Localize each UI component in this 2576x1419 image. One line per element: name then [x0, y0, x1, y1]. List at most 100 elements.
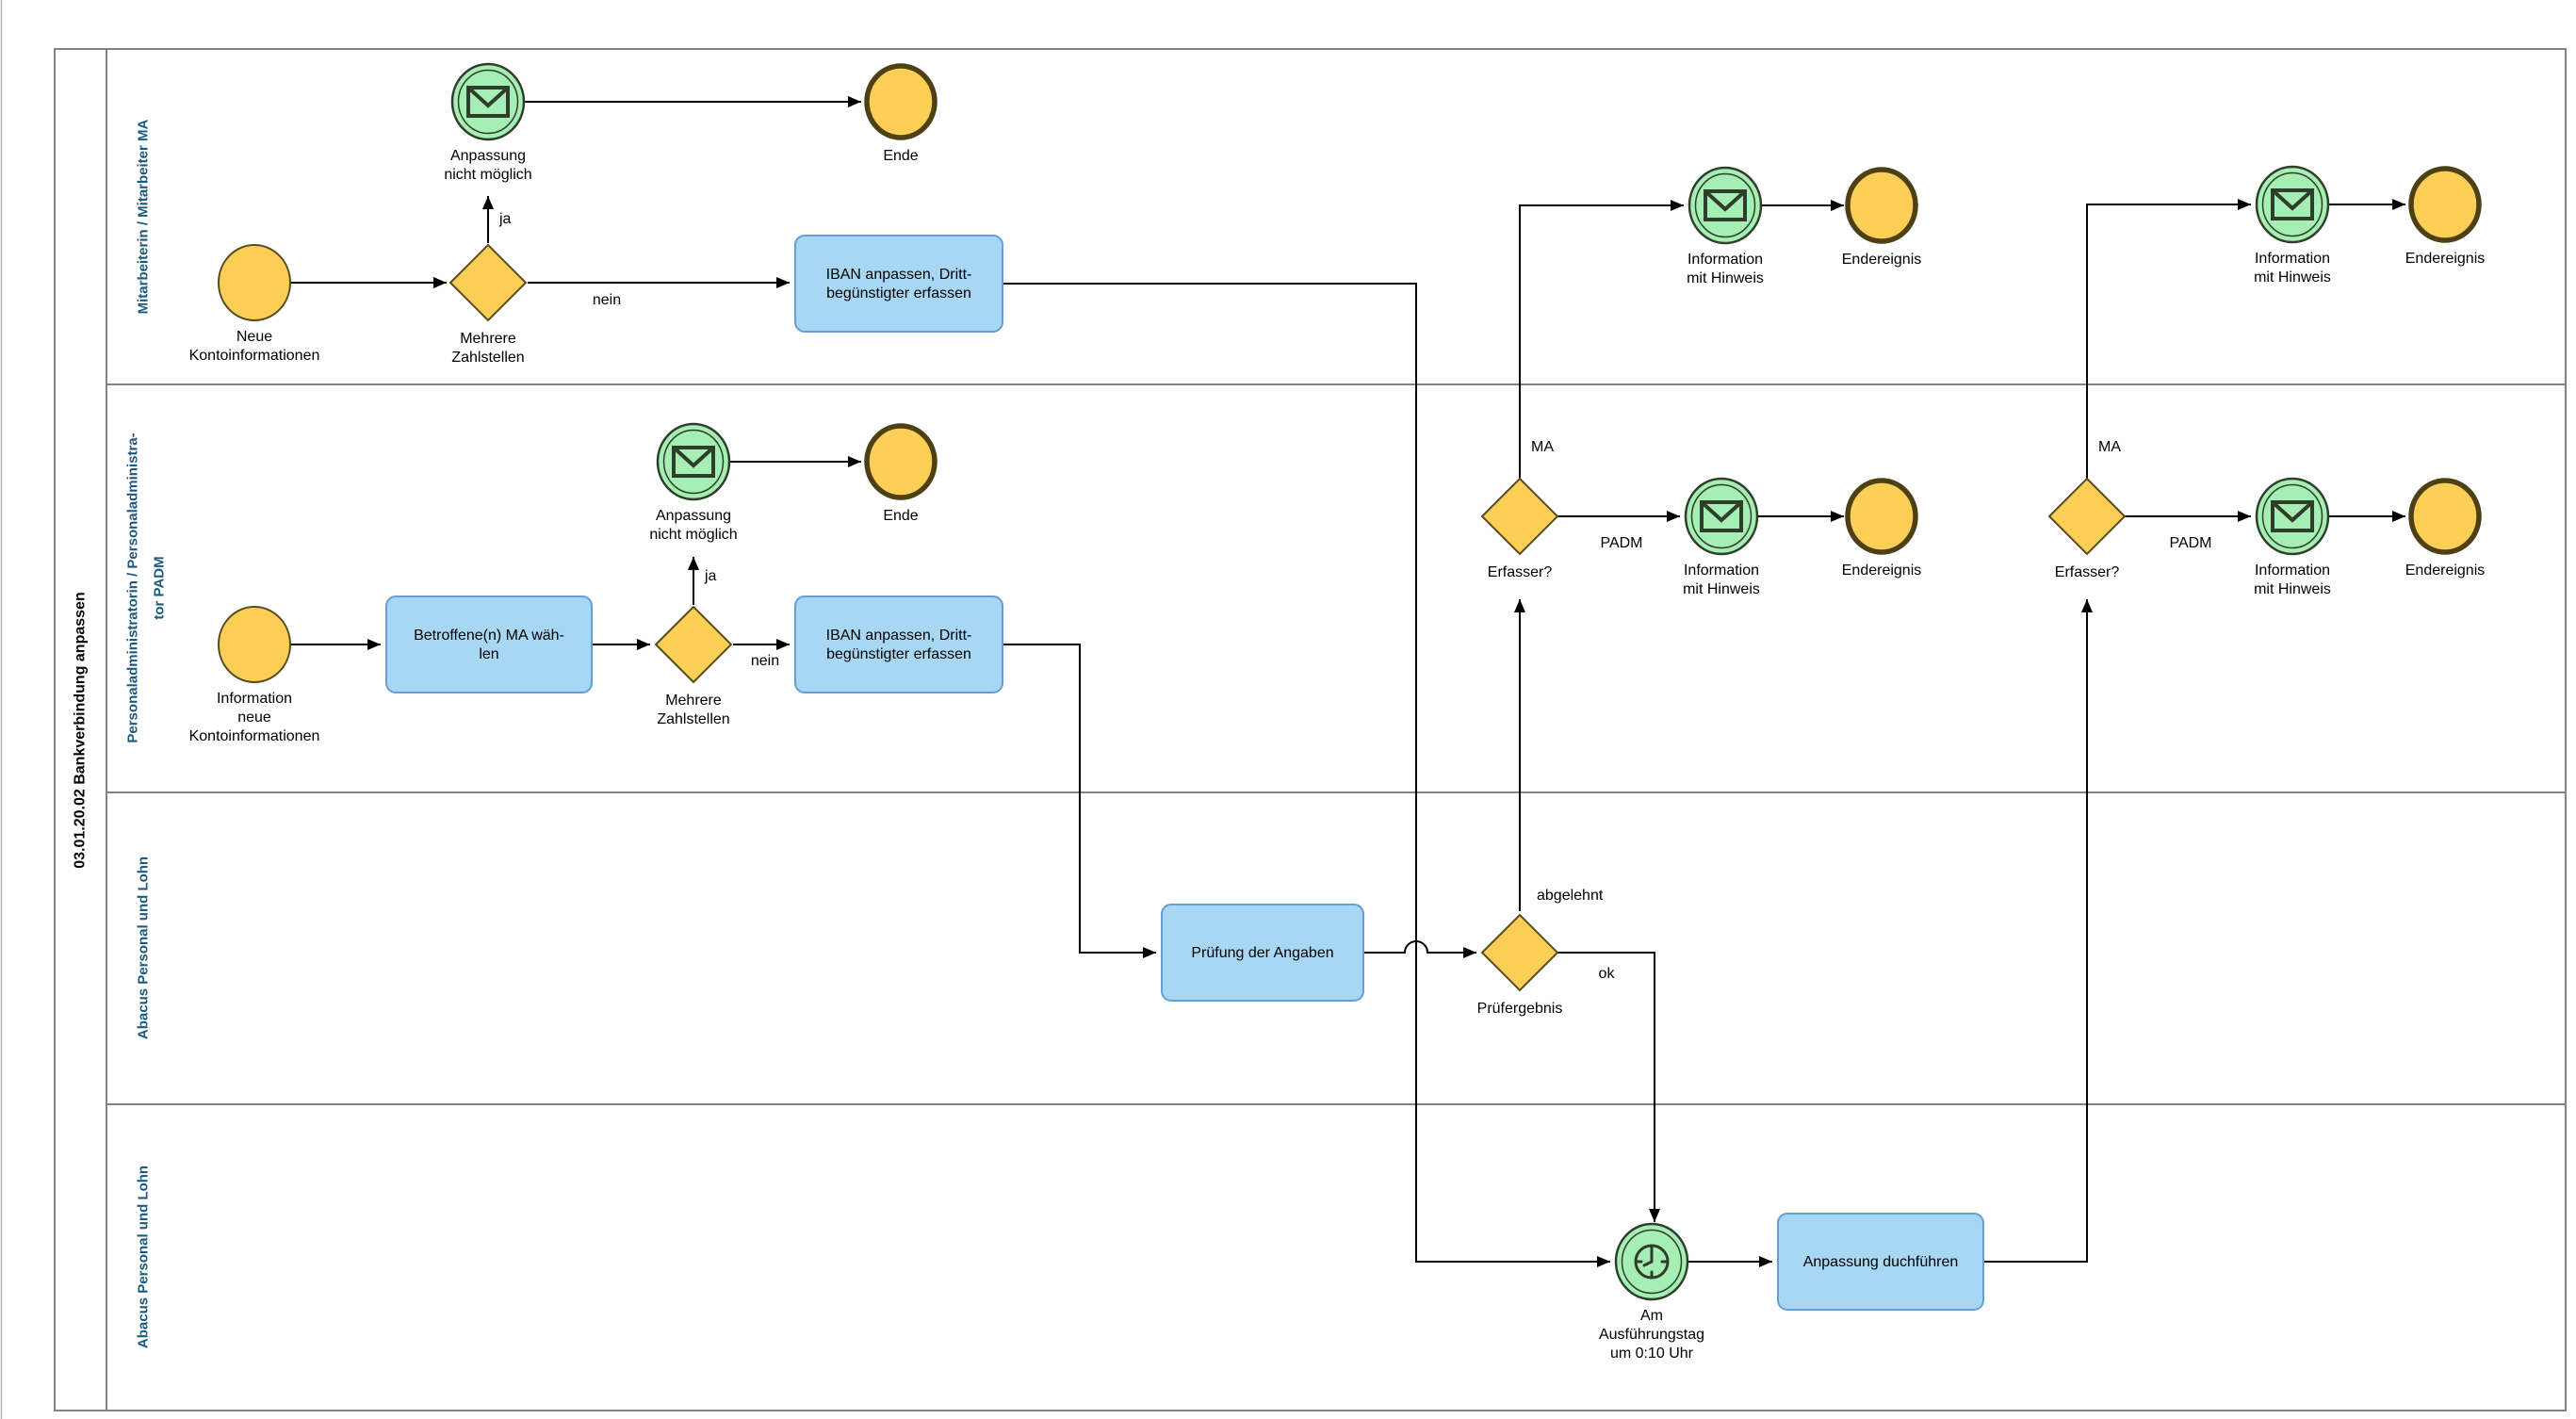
flow-label-ma-2: MA: [2098, 439, 2121, 455]
end-event-endereignis-right-1[interactable]: Endereignis: [1842, 478, 1922, 579]
end-event-circle[interactable]: [2408, 478, 2482, 555]
flow-erf1-msgtop1-ma: [1519, 200, 1684, 479]
message-event-outer[interactable]: [450, 62, 526, 141]
task-label: Anpassung duchführen: [1803, 1254, 1959, 1270]
node-label: Ende: [883, 148, 918, 164]
message-event-outer[interactable]: [1684, 477, 1759, 556]
message-event-inner: [2261, 483, 2323, 549]
start-event-circle[interactable]: [218, 244, 291, 321]
start-event-information-neue-kontoinformationen[interactable]: Information neue Kontoinformationen: [189, 606, 320, 744]
pool-border: [54, 48, 2567, 1411]
flow-task4-gw3: [1363, 940, 1476, 958]
end-event-circle[interactable]: [864, 63, 937, 140]
envelope-icon: [466, 86, 510, 118]
node-label: neue: [237, 710, 271, 726]
task-box[interactable]: [1777, 1213, 1984, 1311]
message-event-information-mit-hinweis-right-1[interactable]: Information mit Hinweis: [1683, 477, 1760, 597]
task-pruefung-der-angaben[interactable]: Prüfung der Angaben: [1161, 904, 1364, 1002]
envelope-icon: [2271, 188, 2314, 220]
sequence-flows: ja nein ja nein abgelehnt ok MA PADM MA …: [290, 96, 2405, 1267]
message-event-information-mit-hinweis-top-2[interactable]: Information mit Hinweis: [2254, 165, 2331, 285]
end-event-ende-2[interactable]: Ende: [864, 423, 937, 524]
end-event-endereignis-top-1[interactable]: Endereignis: [1842, 167, 1922, 268]
lane-label-padm-line2: tor PADM: [152, 556, 168, 619]
flow-label-padm-1: PADM: [1600, 535, 1642, 551]
gateway-mehrere-zahlstellen-1[interactable]: Mehrere Zahlstellen: [448, 243, 528, 366]
node-label: Neue: [236, 329, 272, 345]
node-label: Anpassung: [450, 148, 526, 164]
message-event-inner: [1694, 172, 1756, 238]
node-label: Endereignis: [2405, 251, 2486, 267]
message-event-outer[interactable]: [1687, 166, 1763, 245]
task-iban-anpassen-2[interactable]: IBAN anpassen, Dritt- begünstigter erfas…: [794, 595, 1003, 693]
task-iban-anpassen-1[interactable]: IBAN anpassen, Dritt- begünstigter erfas…: [794, 235, 1003, 333]
gateway-diamond[interactable]: [1480, 913, 1559, 992]
node-label: Erfasser?: [2055, 564, 2120, 580]
task-box[interactable]: [385, 595, 593, 693]
node-label: Prüfergebnis: [1477, 1001, 1563, 1017]
task-label: Prüfung der Angaben: [1191, 945, 1333, 961]
task-label: IBAN anpassen, Dritt-: [826, 628, 972, 644]
flow-task1-timer: [1003, 283, 1610, 1267]
task-label: len: [479, 646, 498, 662]
end-event-circle[interactable]: [1845, 167, 1918, 244]
flow-label-ok: ok: [1599, 966, 1616, 982]
gateway-erfasser-1[interactable]: Erfasser?: [1480, 477, 1559, 580]
node-label: Mehrere: [665, 693, 722, 709]
gateway-diamond[interactable]: [1480, 477, 1559, 556]
gateway-erfasser-2[interactable]: Erfasser?: [2047, 477, 2127, 580]
node-label: Endereignis: [1842, 563, 1922, 579]
envelope-icon: [1704, 189, 1747, 221]
node-label: Kontoinformationen: [189, 728, 320, 744]
gateway-diamond[interactable]: [448, 243, 528, 322]
message-event-outer[interactable]: [2255, 477, 2330, 556]
message-event-anpassung-nicht-moeglich-1[interactable]: Anpassung nicht möglich: [444, 62, 532, 183]
node-label: Information: [2255, 563, 2330, 579]
start-event-circle[interactable]: [218, 606, 291, 683]
message-event-outer[interactable]: [656, 422, 731, 501]
task-betroffene-ma-waehlen[interactable]: Betroffene(n) MA wäh- len: [385, 595, 593, 693]
node-label: Information: [2255, 251, 2330, 267]
node-label: um 0:10 Uhr: [1610, 1346, 1694, 1362]
gateway-diamond[interactable]: [654, 605, 733, 684]
node-label: mit Hinweis: [2254, 581, 2331, 597]
end-event-circle[interactable]: [2408, 166, 2482, 243]
envelope-icon: [2271, 500, 2314, 532]
task-box[interactable]: [794, 595, 1003, 693]
envelope-icon: [672, 446, 715, 478]
timer-event-inner: [1621, 1229, 1683, 1295]
pool-title: 03.01.20.02 Bankverbindung anpassen: [73, 592, 89, 868]
task-box[interactable]: [1161, 904, 1364, 1002]
message-event-information-mit-hinweis-right-2[interactable]: Information mit Hinweis: [2254, 477, 2331, 597]
envelope-icon: [1700, 500, 1743, 532]
lane-label-mitarbeiter: Mitarbeiterin / Mitarbeiter MA: [136, 119, 152, 314]
node-label: Kontoinformationen: [189, 348, 320, 364]
node-label: Information: [1684, 563, 1759, 579]
start-event-neue-kontoinformationen[interactable]: Neue Kontoinformationen: [189, 244, 320, 364]
node-label: nicht möglich: [649, 527, 737, 543]
task-anpassung-durchfuehren[interactable]: Anpassung duchführen: [1777, 1213, 1984, 1311]
end-event-circle[interactable]: [1845, 478, 1918, 555]
end-event-endereignis-top-2[interactable]: Endereignis: [2405, 166, 2486, 267]
gateway-diamond[interactable]: [2047, 477, 2127, 556]
task-label: Betroffene(n) MA wäh-: [414, 628, 564, 644]
task-box[interactable]: [794, 235, 1003, 333]
node-label: Ende: [883, 508, 918, 524]
message-event-inner: [2261, 171, 2323, 237]
gateway-mehrere-zahlstellen-2[interactable]: Mehrere Zahlstellen: [654, 605, 733, 727]
gateway-pruefergebnis[interactable]: Prüfergebnis: [1477, 913, 1563, 1017]
end-event-ende-1[interactable]: Ende: [864, 63, 937, 164]
end-event-circle[interactable]: [864, 423, 937, 500]
message-event-outer[interactable]: [2255, 165, 2330, 244]
timer-event-am-ausfuehrungstag[interactable]: Am Ausführungstag um 0:10 Uhr: [1599, 1222, 1704, 1362]
node-label: Endereignis: [1842, 252, 1922, 268]
message-event-anpassung-nicht-moeglich-2[interactable]: Anpassung nicht möglich: [649, 422, 738, 543]
message-event-information-mit-hinweis-top-1[interactable]: Information mit Hinweis: [1687, 166, 1764, 286]
node-label: Endereignis: [2405, 563, 2486, 579]
flow-label-ja-1: ja: [498, 211, 512, 227]
task-label: IBAN anpassen, Dritt-: [826, 267, 972, 283]
flow-label-ja-2: ja: [704, 568, 717, 584]
node-label: mit Hinweis: [2254, 269, 2331, 285]
node-label: Am: [1640, 1308, 1663, 1324]
end-event-endereignis-right-2[interactable]: Endereignis: [2405, 478, 2486, 579]
